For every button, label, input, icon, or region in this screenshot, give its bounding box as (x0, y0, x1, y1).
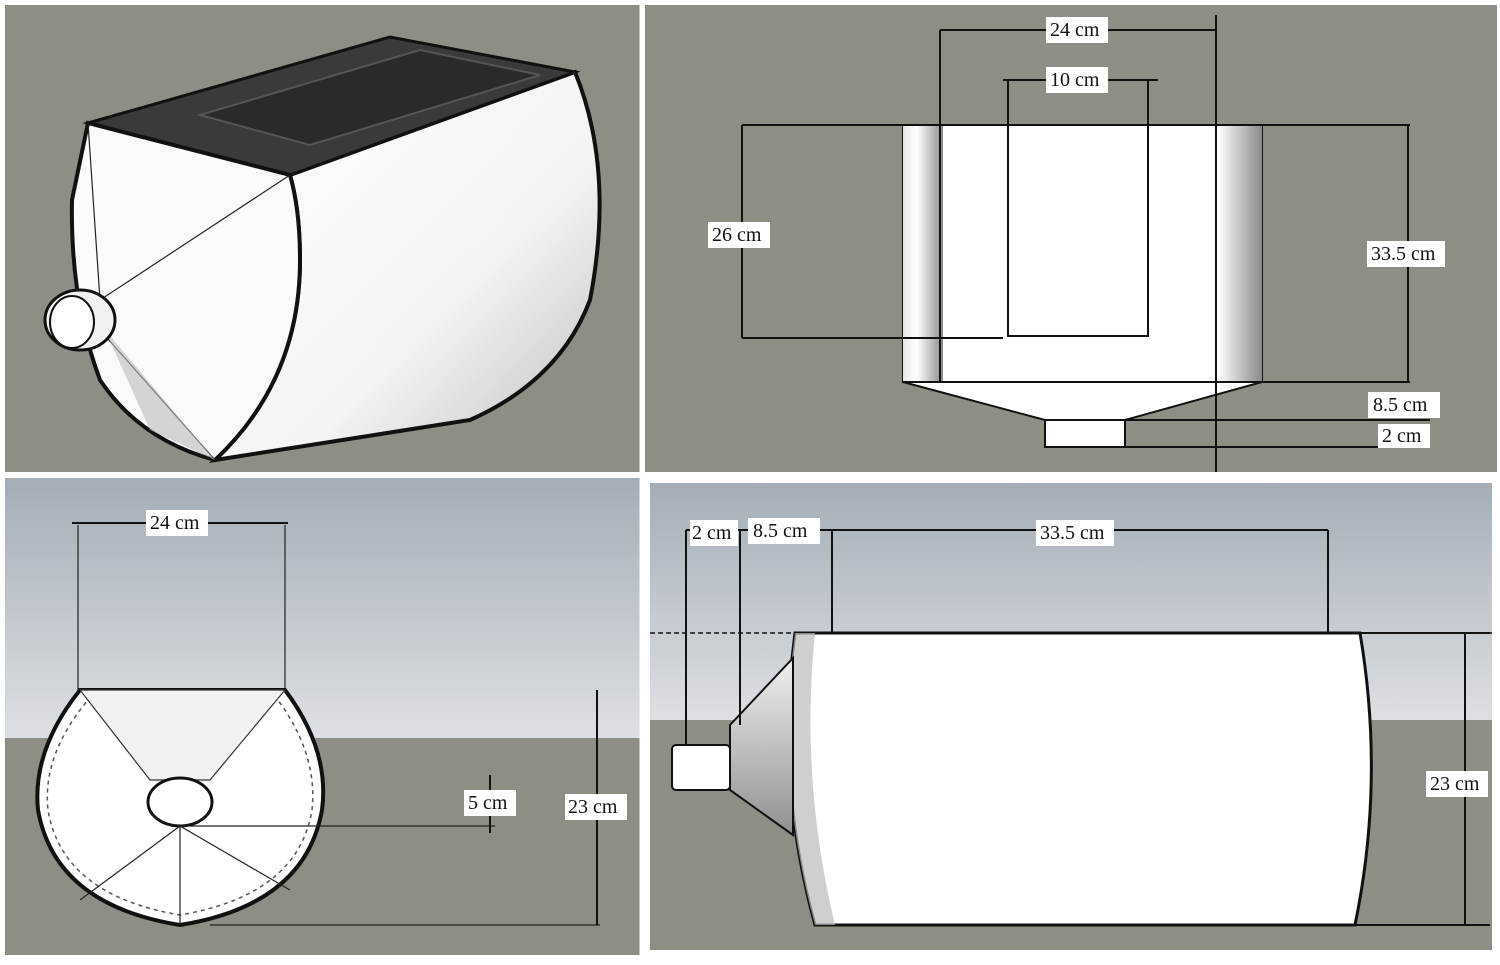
hopper-body-top (902, 124, 1263, 383)
dim-label-nozzle-length: 2 cm (1382, 425, 1422, 447)
dim-label-width-inner: 10 cm (1050, 69, 1100, 91)
hopper-nozzle-side (671, 744, 731, 791)
top-view: 24 cm 10 cm 26 cm 33.5 cm 8.5 cm 2 cm (645, 5, 1497, 472)
hopper-top-opening (196, 48, 541, 147)
dim-label-width-outer: 24 cm (1050, 19, 1100, 41)
dim-label-side-cone-length: 8.5 cm (753, 520, 808, 542)
dim-label-nozzle-height: 5 cm (468, 792, 508, 814)
dim-label-side-body-length: 33.5 cm (1040, 522, 1105, 544)
dim-label-inner-length: 26 cm (712, 224, 762, 246)
hopper-nozzle-front (146, 776, 214, 828)
dim-label-front-width: 24 cm (150, 512, 200, 534)
dim-label-front-height: 23 cm (568, 796, 618, 818)
hopper-nozzle-top (1044, 419, 1126, 448)
side-view: 2 cm 8.5 cm 33.5 cm 23 cm (650, 483, 1492, 950)
isometric-view (5, 5, 640, 472)
hopper-cone-side (729, 655, 794, 837)
hopper-body-side (786, 631, 1373, 927)
dim-label-body-length: 33.5 cm (1371, 243, 1436, 265)
dim-label-cone-length: 8.5 cm (1373, 394, 1428, 416)
dim-label-side-nozzle-length: 2 cm (692, 522, 732, 544)
front-view: 24 cm 5 cm 23 cm (5, 478, 640, 955)
dim-label-side-height: 23 cm (1430, 773, 1480, 795)
